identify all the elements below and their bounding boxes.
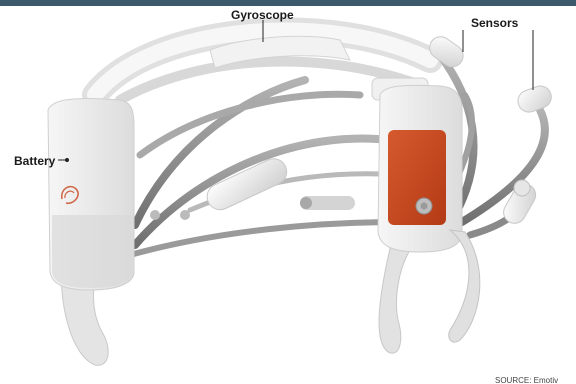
sensors-label: Sensors	[471, 16, 518, 30]
battery-label: Battery	[14, 154, 55, 168]
battery-shell	[48, 98, 134, 365]
source-credit: SOURCE: Emotiv	[495, 376, 558, 384]
sensor-arms	[130, 55, 545, 255]
gyroscope-label: Gyroscope	[231, 8, 294, 22]
